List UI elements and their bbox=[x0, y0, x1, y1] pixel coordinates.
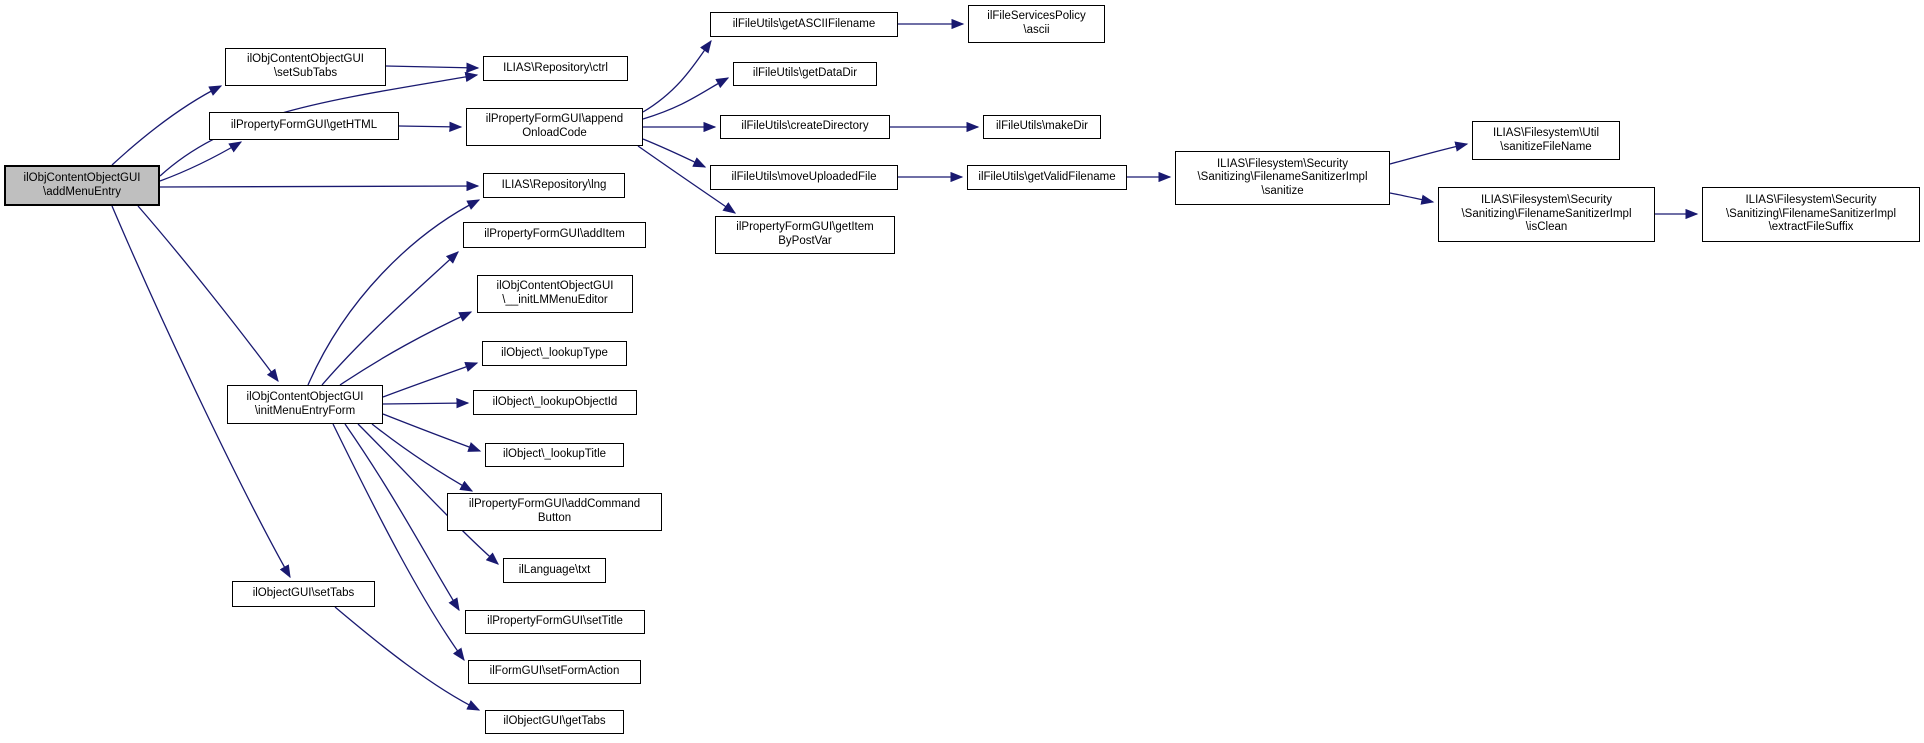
node-make-dir[interactable]: ilFileUtils\makeDir bbox=[983, 115, 1101, 139]
edge-gethtml-appendonloadcode bbox=[398, 121, 463, 133]
edge-initmenuentryform-additem bbox=[321, 251, 459, 386]
edge-appendonloadcode-getitembypostvar bbox=[637, 145, 737, 214]
node-txt[interactable]: ilLanguage\txt bbox=[503, 558, 606, 583]
edge-setsubtabs-ctrl bbox=[385, 62, 480, 73]
node-create-directory[interactable]: ilFileUtils\createDirectory bbox=[720, 115, 890, 139]
node-lng[interactable]: ILIAS\Repository\lng bbox=[483, 173, 625, 198]
node-add-command-button[interactable]: ilPropertyFormGUI\addCommand Button bbox=[447, 493, 662, 531]
edge-appendonloadcode-moveuploadedfile bbox=[642, 138, 707, 168]
node-get-html[interactable]: ilPropertyFormGUI\getHTML bbox=[209, 112, 399, 140]
node-lookup-title[interactable]: ilObject\_lookupTitle bbox=[485, 443, 624, 467]
node-get-tabs[interactable]: ilObjectGUI\getTabs bbox=[485, 710, 624, 734]
edge-settabs-gettabs bbox=[334, 606, 481, 711]
node-set-title[interactable]: ilPropertyFormGUI\setTitle bbox=[465, 610, 645, 634]
edge-sanitize-sanitizefilename bbox=[1389, 141, 1469, 165]
node-set-tabs[interactable]: ilObjectGUI\setTabs bbox=[232, 581, 375, 607]
node-extract-file-suffix[interactable]: ILIAS\Filesystem\Security \Sanitizing\Fi… bbox=[1702, 187, 1920, 242]
edge-addmenuentry-initmenuentryform bbox=[137, 205, 279, 383]
node-move-uploaded-file[interactable]: ilFileUtils\moveUploadedFile bbox=[710, 165, 898, 190]
node-add-item[interactable]: ilPropertyFormGUI\addItem bbox=[463, 222, 646, 248]
node-is-clean[interactable]: ILIAS\Filesystem\Security \Sanitizing\Fi… bbox=[1438, 187, 1655, 242]
node-lookup-object-id[interactable]: ilObject\_lookupObjectId bbox=[473, 390, 637, 415]
node-get-data-dir[interactable]: ilFileUtils\getDataDir bbox=[733, 62, 877, 86]
edge-initmenuentryform-addcommandbutton bbox=[371, 423, 474, 492]
edge-addmenuentry-ctrl bbox=[159, 71, 479, 177]
edge-initmenuentryform-lng bbox=[307, 199, 481, 386]
node-set-sub-tabs[interactable]: ilObjContentObjectGUI \setSubTabs bbox=[225, 48, 386, 86]
edge-initmenuentryform-txt bbox=[357, 423, 499, 565]
node-init-lm-menu-editor[interactable]: ilObjContentObjectGUI \__initLMMenuEdito… bbox=[477, 275, 633, 313]
node-get-valid-filename[interactable]: ilFileUtils\getValidFilename bbox=[967, 165, 1127, 190]
node-lookup-type[interactable]: ilObject\_lookupType bbox=[482, 341, 627, 366]
node-sanitize[interactable]: ILIAS\Filesystem\Security \Sanitizing\Fi… bbox=[1175, 151, 1390, 205]
edge-initmenuentryform-lookupobjectid bbox=[382, 397, 470, 409]
edge-addmenuentry-setsubtabs bbox=[111, 85, 223, 166]
edge-initmenuentryform-lookuptitle bbox=[382, 413, 482, 452]
node-add-menu-entry: ilObjContentObjectGUI \addMenuEntry bbox=[4, 165, 160, 206]
edge-initmenuentryform-setformaction bbox=[332, 423, 465, 662]
node-append-onload-code[interactable]: ilPropertyFormGUI\append OnloadCode bbox=[466, 108, 643, 146]
edge-appendonloadcode-getasciifilename bbox=[642, 39, 712, 113]
node-init-menu-entry-form[interactable]: ilObjContentObjectGUI \initMenuEntryForm bbox=[227, 385, 383, 424]
edge-initmenuentryform-lookuptype bbox=[382, 362, 479, 398]
edge-sanitize-isclean bbox=[1389, 192, 1435, 205]
edge-initmenuentryform-initlmmenueditor bbox=[339, 311, 473, 386]
node-get-ascii-filename[interactable]: ilFileUtils\getASCIIFilename bbox=[710, 12, 898, 37]
edge-addmenuentry-settabs bbox=[111, 205, 291, 579]
node-set-form-action[interactable]: ilFormGUI\setFormAction bbox=[468, 660, 641, 684]
node-ascii[interactable]: ilFileServicesPolicy \ascii bbox=[968, 5, 1105, 43]
edge-addmenuentry-lng bbox=[159, 180, 480, 192]
edge-appendonloadcode-getdatadir bbox=[642, 77, 730, 120]
node-get-item-by-post-var[interactable]: ilPropertyFormGUI\getItem ByPostVar bbox=[715, 216, 895, 254]
edge-initmenuentryform-settitle bbox=[344, 423, 460, 612]
node-sanitize-file-name[interactable]: ILIAS\Filesystem\Util \sanitizeFileName bbox=[1472, 121, 1620, 160]
edge-addmenuentry-gethtml bbox=[159, 141, 243, 182]
node-ctrl[interactable]: ILIAS\Repository\ctrl bbox=[483, 56, 628, 81]
